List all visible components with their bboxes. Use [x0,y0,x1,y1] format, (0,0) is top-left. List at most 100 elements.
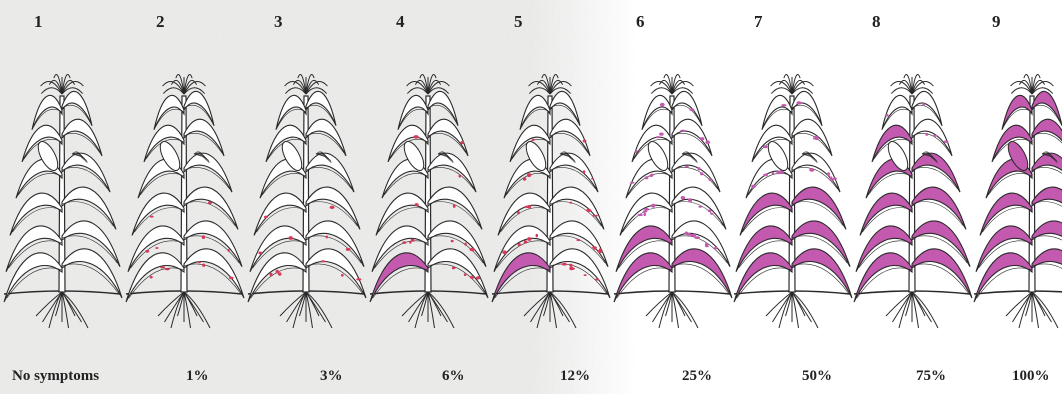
stage-7: 7 50% [730,0,854,394]
lesion-spot [698,206,702,208]
maize-plant-illustration [850,36,974,346]
leaf [520,95,550,129]
maize-plant-illustration [244,36,368,346]
severity-label: 12% [560,368,590,385]
lesion-spot [651,204,655,208]
leaf [184,119,224,156]
lesion-spot [453,204,456,208]
lesion-spot [751,185,756,189]
lesion-spot [326,236,328,239]
tassel [891,75,934,94]
leaf [550,153,598,192]
stage-4: 4 6% [366,0,490,394]
lesion-spot [197,261,201,263]
leaf [792,153,840,192]
lesion-spot [517,211,520,214]
lesion-spot [583,140,587,143]
stage-8: 8 75% [850,0,974,394]
lesion-spot [502,250,506,254]
leaf [792,119,832,156]
lesion-spot [562,263,567,266]
lesion-spot [827,172,830,176]
lesion-spot [569,264,572,267]
roots [524,292,576,328]
lesion-spot [532,139,535,141]
stage-number: 6 [636,12,645,32]
lesion-spot [202,264,205,267]
maize-plant-illustration [730,36,854,346]
leaf [1032,119,1062,156]
lesion-spot [576,239,580,241]
roots [280,292,332,328]
lesion-spot [208,201,212,204]
lesion-spot [643,212,646,216]
stage-number: 4 [396,12,405,32]
lesion-spot [461,141,464,144]
lesion-spot [145,250,149,253]
lesion-spot [402,241,406,244]
lesion-spot [276,270,279,274]
roots [36,292,88,328]
lesion-spot [781,104,786,107]
leaf [762,95,792,129]
maize-plant-illustration [610,36,734,346]
severity-label: 3% [320,368,343,385]
leaf [1032,153,1062,192]
lesion-spot [527,173,531,177]
leaf [882,95,912,129]
lesion-spot [451,240,454,242]
lesion-spot [656,136,659,138]
lesion-spot [644,208,649,211]
severity-label: 1% [186,368,209,385]
lesion-spot [464,273,467,276]
lesion-spot [165,268,170,270]
maize-plant-illustration [122,36,246,346]
stage-6: 6 25% [610,0,734,394]
leaf-midrib [1032,167,1062,189]
tassel [41,75,84,94]
stage-2: 2 1% [122,0,246,394]
lesion-spot [925,133,928,136]
leaf [306,119,346,156]
roots [886,292,938,328]
leaf-midrib [1032,264,1062,294]
lesion-spot [229,277,234,280]
lesion-spot [470,248,475,252]
leaf [306,153,354,192]
lesion-spot [635,150,638,153]
leaf [550,119,590,156]
lesion-spot [922,103,925,106]
lesion-spot [763,145,768,148]
lesion-spot [583,170,586,174]
severity-label: No symptoms [12,368,99,385]
lesion-spot [356,278,361,280]
lesion-spot [638,214,643,216]
roots [766,292,818,328]
leaf [672,153,720,192]
lesion-spot [150,276,153,279]
leaf [32,95,62,129]
lesion-spot [763,174,768,177]
leaf [672,119,712,156]
lesion-spot [227,249,229,252]
lesion-spot [202,235,205,239]
lesion-spot [708,209,712,212]
lesion-spot [700,137,705,140]
leaf [428,119,468,156]
lesion-spot [459,175,462,178]
lesion-spot [584,274,587,276]
stage-1: 1 No symptoms [0,0,124,394]
tassel [285,75,328,94]
lesion-spot [809,168,814,172]
lesion-spot [527,237,531,241]
lesion-spot [933,135,938,137]
lesion-spot [413,135,418,139]
lesion-spot [415,203,419,206]
leaf [1002,95,1032,129]
stage-3: 3 3% [244,0,368,394]
stage-number: 5 [514,12,523,32]
maize-plant-illustration [0,36,124,346]
roots [1006,292,1058,328]
lesion-spot [593,248,597,250]
